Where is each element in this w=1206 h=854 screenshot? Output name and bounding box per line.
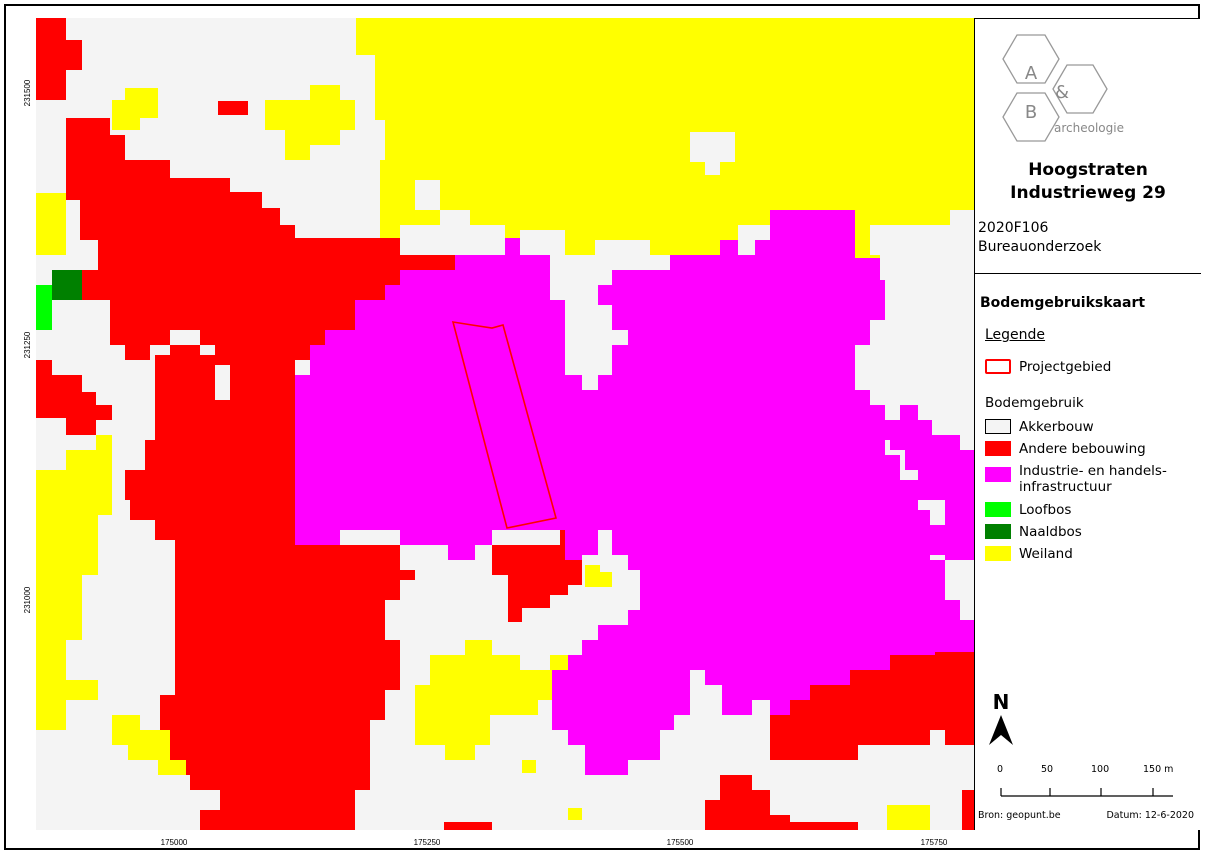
x-tick-label: 175750 <box>921 838 948 847</box>
akkerbouw-patch <box>870 225 930 270</box>
logo-letter-b: B <box>1025 102 1037 123</box>
legend-item-industrie: Industrie- en handels- infrastructuur <box>985 463 1167 495</box>
akkerbouw-patch <box>552 732 568 745</box>
y-axis-ticks: 231500 231250 231000 <box>23 79 32 613</box>
bebouwing-patch <box>962 790 974 830</box>
x-tick-label: 175500 <box>667 838 694 847</box>
north-arrow-icon <box>989 715 1013 745</box>
industrie-area <box>295 210 974 775</box>
legend-item-projectgebied: Projectgebied <box>985 359 1111 375</box>
legend-swatch <box>985 441 1011 456</box>
project-area-outline <box>451 321 557 529</box>
legend-label: Andere bebouwing <box>1019 441 1146 457</box>
weiland-patch <box>380 160 440 240</box>
y-tick-label: 231500 <box>23 79 32 106</box>
legend-item-akkerbouw: Akkerbouw <box>985 419 1094 435</box>
y-tick-label: 231250 <box>23 331 32 358</box>
legend-swatch <box>985 359 1011 374</box>
x-tick-label: 175000 <box>161 838 188 847</box>
weiland-patch <box>585 565 612 587</box>
legend-group-label: Bodemgebruik <box>985 395 1084 411</box>
legend-item-weiland: Weiland <box>985 546 1073 562</box>
weiland-patch <box>112 715 186 775</box>
bebouwing-patch <box>770 652 974 760</box>
legend-label-cont: infrastructuur <box>1019 479 1112 495</box>
scale-label-100: 100 <box>1091 764 1110 775</box>
legend-item-naaldbos: Naaldbos <box>985 524 1082 540</box>
bebouwing-patch <box>36 360 112 435</box>
bebouwing-patch <box>444 822 492 830</box>
x-axis-ticks: 175000 175250 175500 175750 <box>161 838 948 847</box>
bebouwing-patch <box>36 18 82 100</box>
weiland-ne-area <box>356 18 974 270</box>
y-tick-label: 231000 <box>23 586 32 613</box>
weiland-patch <box>415 640 568 760</box>
legend-title: Bodemgebruikskaart <box>980 295 1146 311</box>
akkerbouw-patch <box>945 560 974 620</box>
logo: A & B archeologie <box>975 19 1201 159</box>
legend-swatch <box>985 419 1011 434</box>
akkerbouw-patch <box>690 132 735 175</box>
project-code: 2020F106 <box>978 220 1049 236</box>
title-line-2: Industrieweg 29 <box>1010 183 1166 203</box>
north-letter: N <box>993 690 1010 714</box>
title-line-1: Hoogstraten <box>1028 160 1148 180</box>
scale-bar: 0 50 100 150 m <box>993 764 1193 804</box>
map-date: Datum: 12-6-2020 <box>1106 810 1194 821</box>
source-credit: Bron: geopunt.be <box>978 810 1061 821</box>
legend-swatch <box>985 546 1011 561</box>
weiland-patch <box>36 193 66 255</box>
legend-label: Loofbos <box>1019 502 1072 518</box>
akkerbouw-patch <box>738 225 770 255</box>
scale-label-0: 0 <box>997 764 1004 775</box>
scale-label-50: 50 <box>1041 764 1054 775</box>
bebouwing-patch <box>218 101 248 115</box>
weiland-patch <box>522 760 536 773</box>
north-arrow: N <box>989 689 1025 757</box>
bebouwing-west-area <box>66 118 455 830</box>
weiland-patch <box>568 808 582 820</box>
legend-swatch <box>985 524 1011 539</box>
legend-subtitle: Legende <box>985 327 1046 343</box>
legend-item-bebouwing: Andere bebouwing <box>985 441 1146 457</box>
legend-swatch <box>985 467 1011 482</box>
legend-label: Industrie- en handels- <box>1019 463 1167 479</box>
legend-label: Projectgebied <box>1019 359 1112 375</box>
bebouwing-patch <box>705 775 858 830</box>
scale-label-150: 150 m <box>1143 764 1174 775</box>
map-sidebar: A & B archeologie Hoogstraten Industriew… <box>974 18 1201 830</box>
project-type: Bureauonderzoek <box>978 239 1102 255</box>
logo-letter-a: A <box>1025 63 1038 84</box>
weiland-patch <box>36 435 112 730</box>
loofbos-patch <box>36 285 52 330</box>
weiland-patch <box>112 88 158 130</box>
project-info: 2020F106 Bureauonderzoek <box>975 219 1201 274</box>
logo-ampersand: & <box>1055 82 1069 103</box>
weiland-patch <box>265 85 355 160</box>
legend-label: Akkerbouw <box>1019 419 1094 435</box>
weiland-patch <box>887 805 930 830</box>
naaldbos-patch <box>52 270 82 300</box>
legend-swatch <box>985 502 1011 517</box>
map-title: Hoogstraten Industrieweg 29 <box>975 159 1201 219</box>
legend-label: Naaldbos <box>1019 524 1082 540</box>
logo-word: archeologie <box>1054 121 1124 135</box>
legend-item-loofbos: Loofbos <box>985 502 1071 518</box>
legend-label: Weiland <box>1019 546 1073 562</box>
x-tick-label: 175250 <box>414 838 441 847</box>
